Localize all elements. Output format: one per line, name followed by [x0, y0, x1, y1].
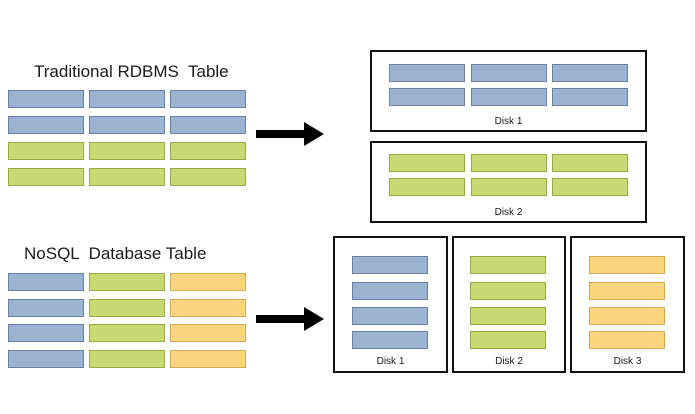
- rdbms-disk-2-label: Disk 2: [494, 207, 523, 218]
- rdbms-disk-cell: [471, 178, 547, 196]
- nosql-table-cell: [8, 350, 84, 368]
- rdbms-table-cell: [89, 168, 165, 186]
- nosql-disk-cell: [352, 307, 428, 325]
- nosql-disk-cell: [589, 256, 665, 274]
- rdbms-disk-cell: [389, 64, 465, 82]
- nosql-disk-cell: [589, 282, 665, 300]
- rdbms-table-cell: [170, 168, 246, 186]
- rdbms-table-cell: [8, 142, 84, 160]
- nosql-disk-cell: [589, 307, 665, 325]
- rdbms-table-cell: [170, 116, 246, 134]
- rdbms-disk-cell: [552, 64, 628, 82]
- rdbms-disk-cell: [552, 178, 628, 196]
- top-arrow-icon: [256, 122, 324, 146]
- bottom-arrow-icon: [256, 307, 324, 331]
- rdbms-disk-cell: [471, 88, 547, 106]
- nosql-disk-cell: [470, 256, 546, 274]
- nosql-disk-cell: [352, 331, 428, 349]
- rdbms-disk-cell: [471, 154, 547, 172]
- rdbms-disk-cell: [471, 64, 547, 82]
- nosql-table-cell: [170, 273, 246, 291]
- rdbms-table-cell: [170, 142, 246, 160]
- rdbms-table-title: Traditional RDBMS Table: [34, 62, 229, 81]
- nosql-table-cell: [89, 350, 165, 368]
- rdbms-disk-cell: [389, 88, 465, 106]
- nosql-disk-1-label: Disk 1: [376, 356, 405, 367]
- rdbms-table-cell: [170, 90, 246, 108]
- nosql-disk-3-label: Disk 3: [613, 356, 642, 367]
- rdbms-table-cell: [8, 90, 84, 108]
- nosql-table-cell: [8, 324, 84, 342]
- rdbms-disk-cell: [389, 178, 465, 196]
- nosql-table-cell: [170, 324, 246, 342]
- nosql-disk-cell: [470, 282, 546, 300]
- nosql-table-cell: [89, 273, 165, 291]
- nosql-disk-cell: [470, 307, 546, 325]
- nosql-table-cell: [89, 324, 165, 342]
- nosql-disk-cell: [589, 331, 665, 349]
- nosql-disk-cell: [470, 331, 546, 349]
- rdbms-disk-cell: [389, 154, 465, 172]
- rdbms-table-cell: [89, 90, 165, 108]
- nosql-table-cell: [8, 299, 84, 317]
- nosql-disk-2-label: Disk 2: [495, 356, 523, 367]
- nosql-table-cell: [89, 299, 165, 317]
- nosql-table-cell: [8, 273, 84, 291]
- rdbms-disk-cell: [552, 88, 628, 106]
- rdbms-table-cell: [8, 116, 84, 134]
- nosql-table-title: NoSQL Database Table: [24, 244, 207, 263]
- nosql-table-cell: [170, 299, 246, 317]
- rdbms-disk-1-label: Disk 1: [494, 116, 523, 127]
- rdbms-table-cell: [8, 168, 84, 186]
- rdbms-table-cell: [89, 116, 165, 134]
- rdbms-disk-cell: [552, 154, 628, 172]
- rdbms-table-cell: [89, 142, 165, 160]
- nosql-disk-cell: [352, 256, 428, 274]
- nosql-table-cell: [170, 350, 246, 368]
- nosql-disk-cell: [352, 282, 428, 300]
